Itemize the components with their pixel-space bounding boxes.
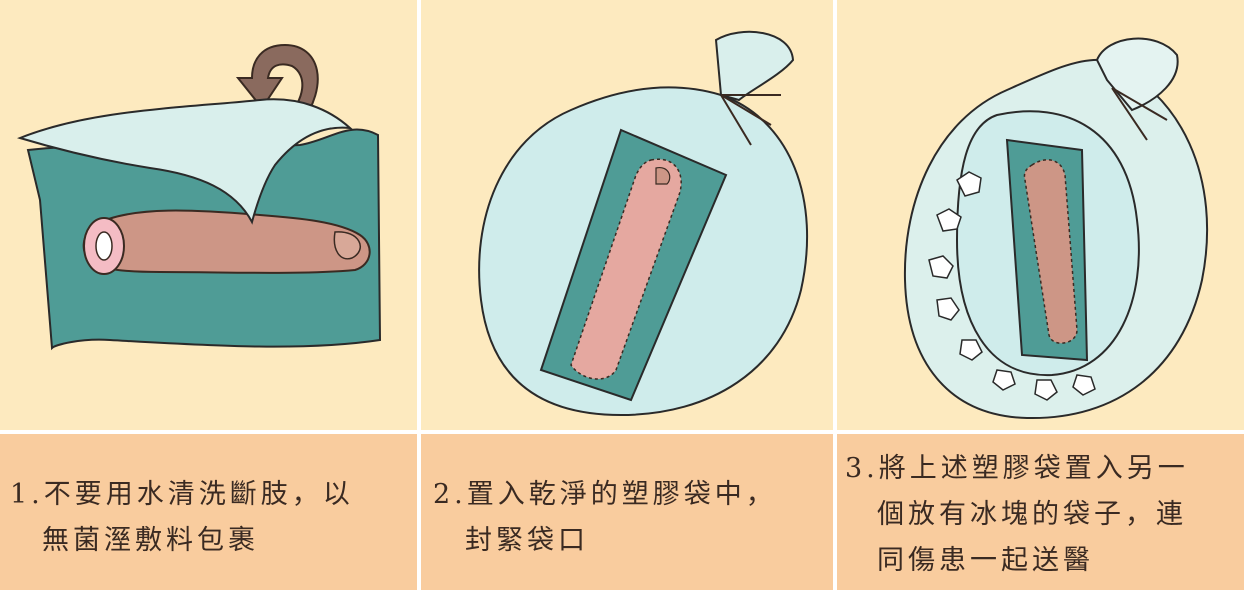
- bag-neck: [714, 30, 795, 102]
- ice-cubes: [928, 171, 1096, 401]
- finger-inside-bag: [570, 158, 682, 380]
- outer-tie-ribbon: [1111, 87, 1168, 141]
- step-2-illustration: [421, 0, 833, 430]
- step-3-line-1: 3.將上述塑膠袋置入另一: [845, 453, 1189, 484]
- step-2-line-2: 封緊袋口: [465, 525, 589, 556]
- step-1-caption: 1.不要用水清洗斷肢，以 無菌溼敷料包裹: [0, 434, 417, 590]
- step-1-line-2: 無菌溼敷料包裹: [42, 525, 259, 556]
- step-3-line-3: 同傷患一起送醫: [877, 545, 1094, 576]
- step-3-illustration: [837, 0, 1244, 430]
- step-1-line-1: 1.不要用水清洗斷肢，以: [10, 479, 354, 510]
- dressing-flap: [16, 98, 353, 225]
- step-2-line-1: 2.置入乾淨的塑膠袋中，: [433, 479, 777, 510]
- finger-in-ice-bag: [1023, 159, 1078, 344]
- step-2-number: 2.: [433, 479, 467, 510]
- step-2-caption: 2.置入乾淨的塑膠袋中， 封緊袋口: [421, 434, 833, 590]
- iced-bag-drawing: [903, 37, 1209, 420]
- bagged-finger-drawing: [478, 30, 809, 417]
- step-1-number: 1.: [10, 479, 44, 510]
- step-1-illustration: [0, 0, 417, 430]
- finger-wrap-drawing: [16, 43, 382, 351]
- step-3-caption: 3.將上述塑膠袋置入另一 個放有冰塊的袋子，連 同傷患一起送醫: [837, 434, 1244, 590]
- tie-ribbon: [720, 94, 781, 146]
- step-3-line-2: 個放有冰塊的袋子，連: [877, 499, 1187, 530]
- step-3-number: 3.: [845, 453, 879, 484]
